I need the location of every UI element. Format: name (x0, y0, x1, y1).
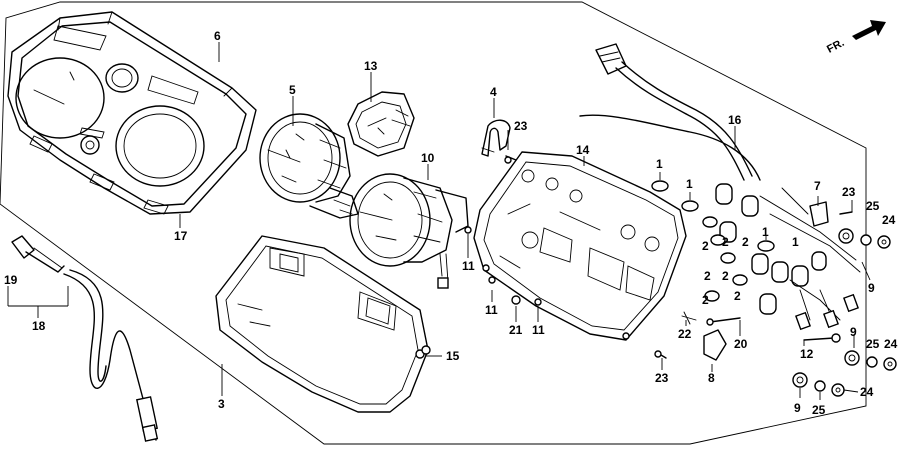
callout-7: 7 (814, 179, 821, 193)
meter-case-lower-part (473, 151, 687, 341)
callout-11-a: 11 (462, 259, 475, 273)
callout-labels: 6 5 13 10 4 23 14 16 17 19 18 3 15 11 11… (4, 29, 898, 417)
front-direction-arrow: FR. (825, 20, 886, 56)
callout-18: 18 (32, 319, 46, 333)
lower-housing-part (215, 235, 429, 413)
callout-23-bottom: 23 (655, 371, 669, 385)
callout-1-d: 1 (792, 235, 799, 249)
tachometer-part (349, 173, 469, 289)
callout-2: 2 (722, 269, 729, 283)
callout-10: 10 (421, 151, 435, 165)
callout-2: 2 (742, 235, 749, 249)
callout-3: 3 (218, 397, 225, 411)
callout-1-b: 1 (686, 177, 693, 191)
callout-17: 17 (174, 229, 188, 243)
callout-11-c: 11 (532, 323, 545, 337)
callout-1-a: 1 (656, 157, 663, 171)
callout-13: 13 (364, 59, 378, 73)
callout-24-top: 24 (882, 213, 896, 227)
callout-25-top: 25 (866, 199, 880, 213)
speedometer-part (259, 113, 359, 219)
leader-lines (7, 42, 871, 400)
callout-2: 2 (734, 289, 741, 303)
callout-24-mid: 24 (884, 337, 898, 351)
callout-23-top: 23 (514, 119, 528, 133)
callout-9-bottom: 9 (794, 401, 801, 415)
callout-15: 15 (446, 349, 460, 363)
callout-19: 19 (4, 273, 18, 287)
gauge-part (347, 91, 415, 157)
callout-14: 14 (576, 143, 590, 157)
callout-22: 22 (678, 327, 692, 341)
callout-6: 6 (214, 29, 221, 43)
callout-11-b: 11 (485, 303, 498, 317)
meter-case-part (7, 11, 257, 215)
callout-1-c: 1 (762, 225, 769, 239)
callout-2: 2 (702, 293, 709, 307)
callout-25-mid: 25 (866, 337, 880, 351)
callout-16: 16 (728, 113, 742, 127)
callout-9-top: 9 (868, 281, 875, 295)
callout-5: 5 (289, 83, 296, 97)
callout-20: 20 (734, 337, 748, 351)
callout-2: 2 (704, 269, 711, 283)
callout-25-bottom: 25 (812, 403, 826, 417)
small-hardware-group (421, 155, 897, 397)
assembly-frame (0, 1, 867, 445)
callout-12: 12 (800, 347, 814, 361)
callout-4: 4 (490, 85, 497, 99)
callout-8: 8 (708, 371, 715, 385)
bulb-socket-group (715, 183, 827, 315)
callout-23-right: 23 (842, 185, 856, 199)
callout-2: 2 (722, 235, 729, 249)
clamp-part (481, 119, 511, 157)
callout-2: 2 (702, 239, 709, 253)
callout-21: 21 (509, 323, 523, 337)
front-direction-label: FR. (825, 37, 846, 56)
callout-24-bottom: 24 (860, 385, 874, 399)
meter-cable-part (11, 235, 159, 442)
callout-9-mid: 9 (850, 325, 857, 339)
wire-harness-part (579, 43, 861, 331)
